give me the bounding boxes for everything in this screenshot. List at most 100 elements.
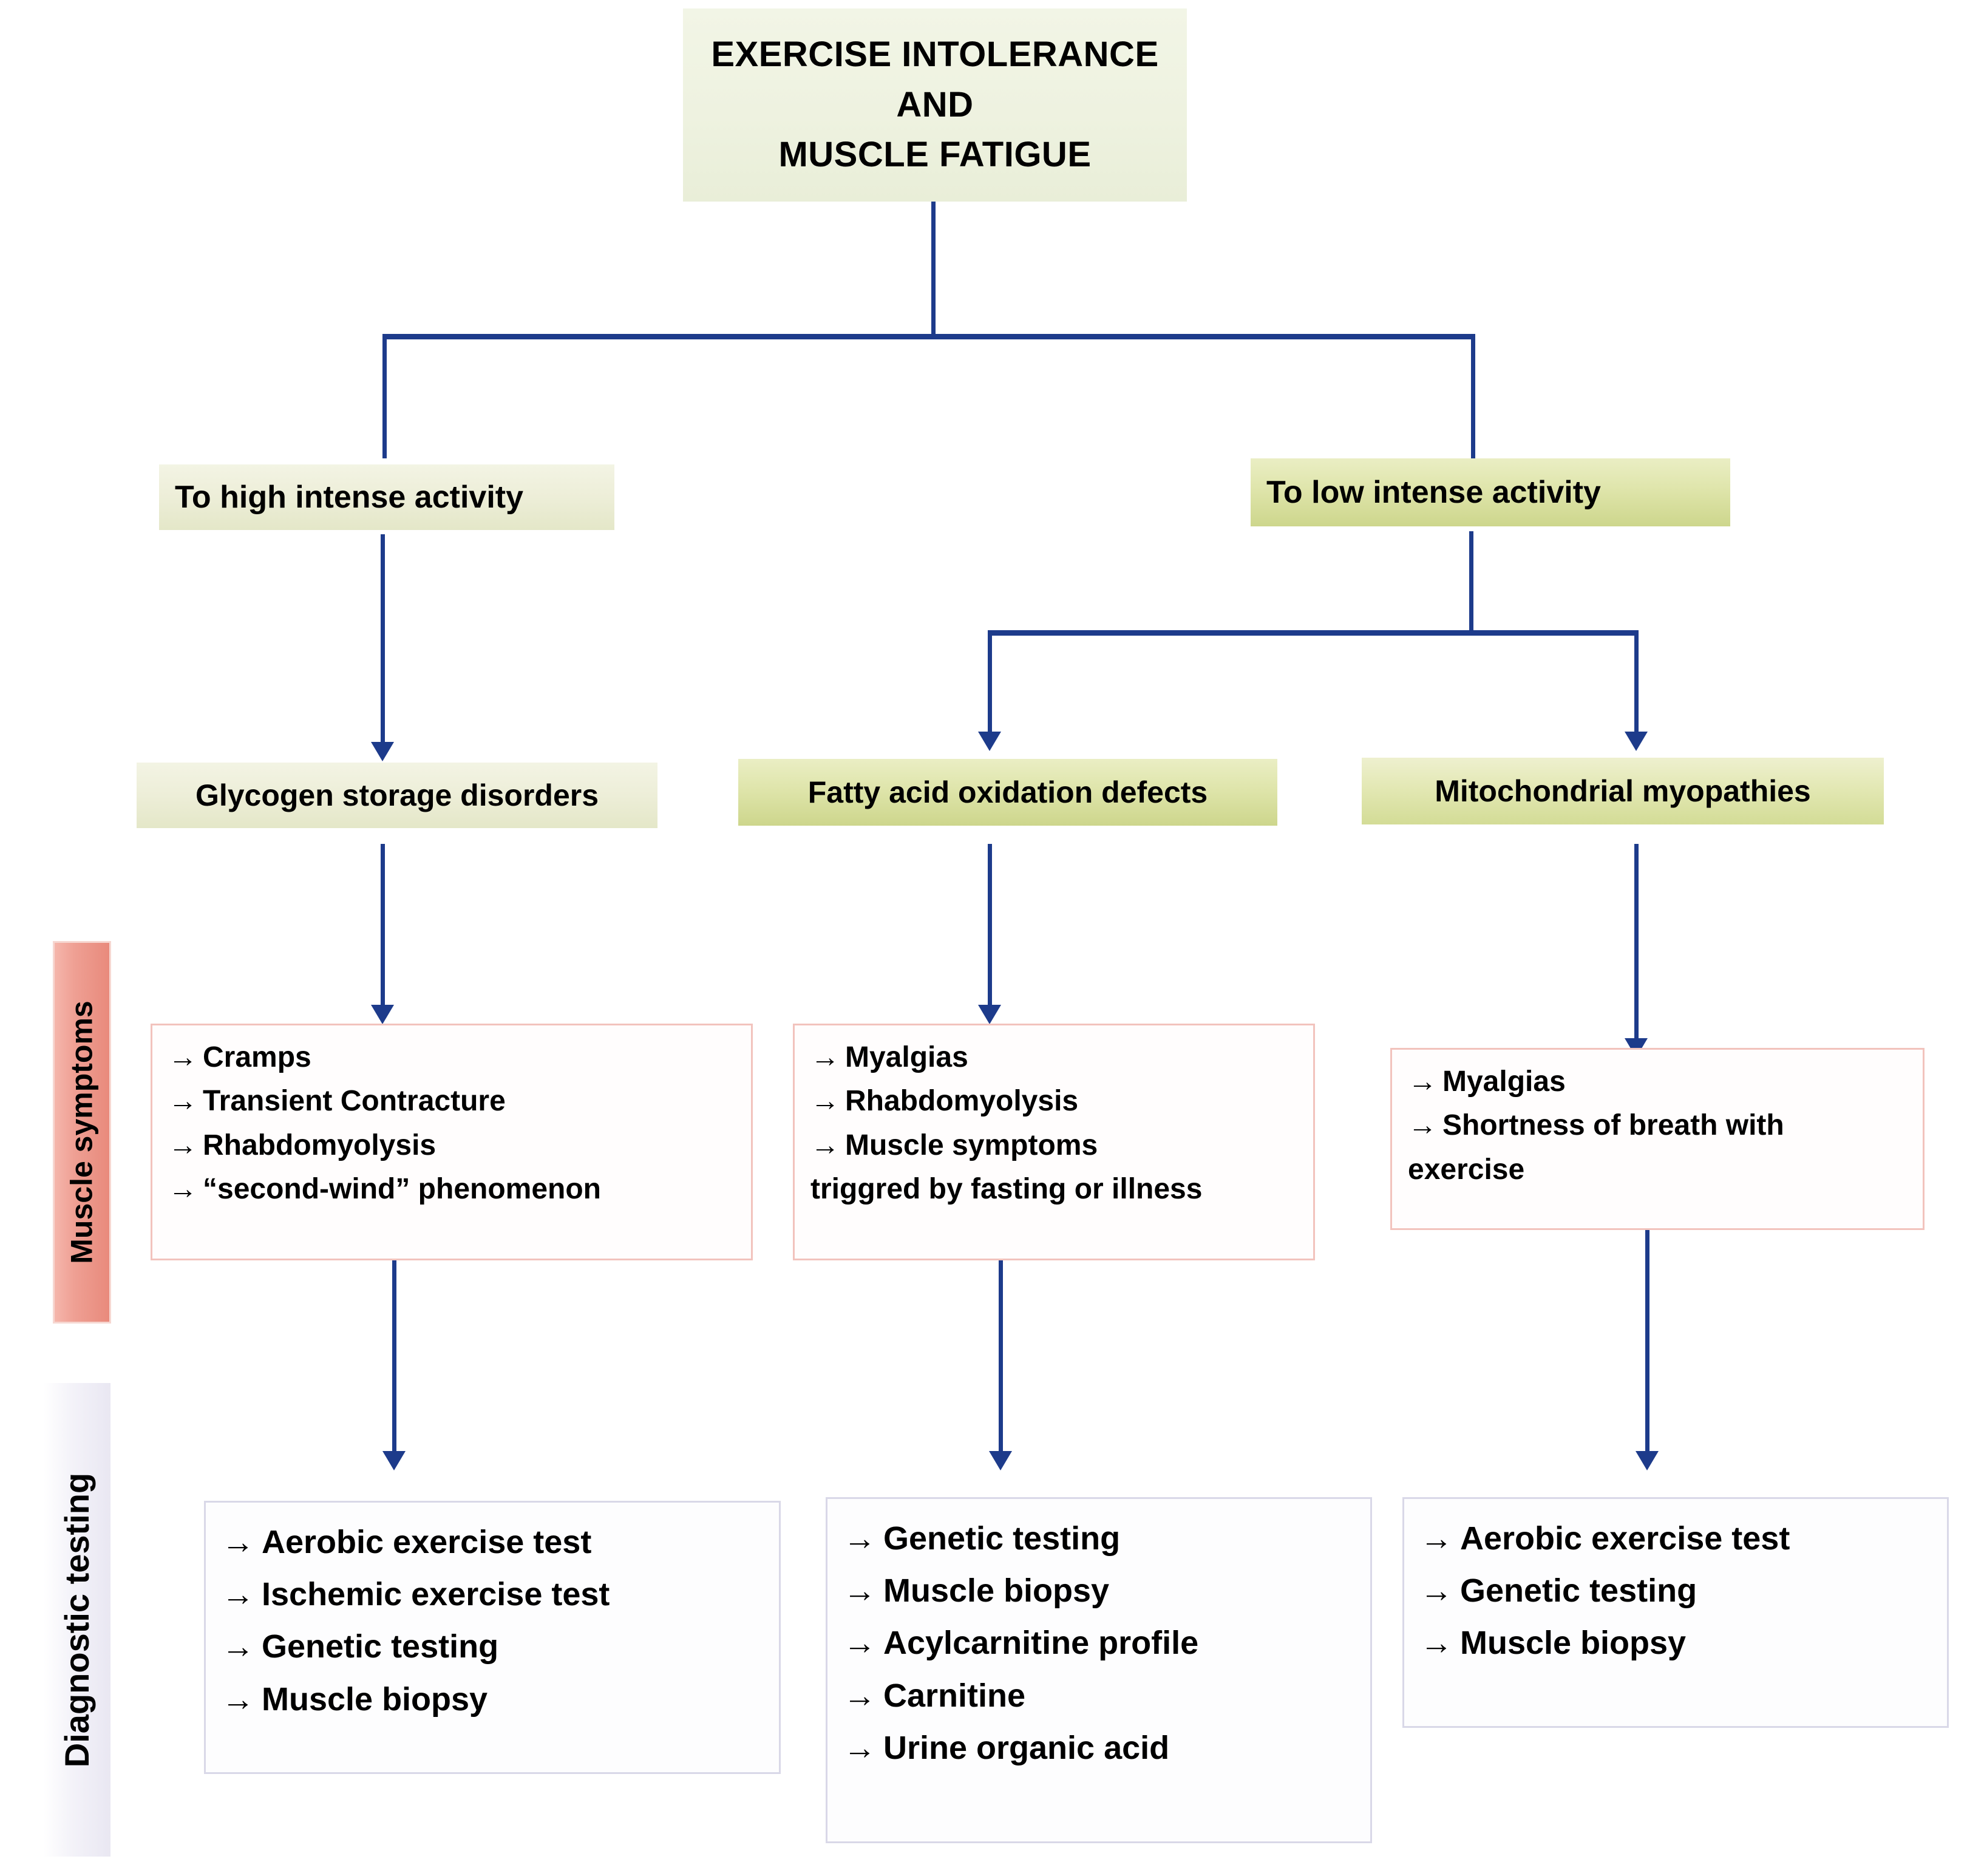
symptom-item: →Cramps [168,1039,735,1076]
connector-sub-bus [988,630,1639,636]
arrowhead-symptoms-2 [978,1005,1001,1024]
node-label: To low intense activity [1266,475,1601,510]
arrow-right-icon: → [843,1572,876,1609]
connector-symptoms2-to-dx2 [999,1260,1003,1466]
symptom-item: →Myalgias [1408,1063,1907,1101]
arrow-right-icon: → [1420,1520,1453,1557]
connector-sub-left-drop [988,630,992,739]
symptom-text: Rhabdomyolysis [203,1129,437,1161]
arrowhead-dx-2 [989,1451,1012,1470]
diagnostic-box-mitochondrial: →Aerobic exercise test →Genetic testing … [1402,1497,1949,1728]
diagnostic-text: Aerobic exercise test [1460,1520,1790,1557]
arrow-right-icon: → [168,1129,197,1161]
arrowhead-mitochondrial [1625,732,1648,751]
diagnostic-text: Carnitine [883,1677,1026,1714]
arrow-right-icon: → [843,1520,876,1557]
node-to-low-intense-activity: To low intense activity [1251,458,1730,526]
symptom-item: →Rhabdomyolysis [810,1082,1297,1120]
arrow-right-icon: → [168,1085,197,1118]
diagnostic-item: →Ischemic exercise test [222,1573,763,1616]
node-label: Fatty acid oxidation defects [807,775,1208,809]
arrow-right-icon: → [843,1625,876,1662]
arrow-right-icon: → [168,1173,197,1206]
arrowhead-glycogen [371,742,394,761]
connector-mito-to-symptoms [1634,844,1639,1053]
diagnostic-box-glycogen: →Aerobic exercise test →Ischemic exercis… [204,1501,781,1774]
symptom-text: Shortness of breath with [1442,1109,1784,1142]
arrow-right-icon: → [843,1677,876,1714]
symptom-text: Cramps [203,1041,311,1073]
arrow-right-icon: → [1420,1625,1453,1662]
diagnostic-item: →Aerobic exercise test [222,1521,763,1563]
symptom-item: →Rhabdomyolysis [168,1127,735,1164]
node-fatty-acid-oxidation-defects: Fatty acid oxidation defects [738,759,1277,826]
arrow-right-icon: → [1408,1065,1437,1098]
arrow-right-icon: → [810,1041,840,1073]
title-line-2: AND [896,84,974,124]
diagnostic-item: →Carnitine [843,1674,1354,1717]
symptom-box-glycogen: →Cramps →Transient Contracture →Rhabdomy… [151,1024,753,1260]
connector-symptoms1-to-dx1 [392,1260,396,1466]
symptom-item: →Transient Contracture [168,1082,735,1120]
arrow-right-icon: → [1420,1572,1453,1609]
title-line-1: EXERCISE INTOLERANCE [711,35,1159,75]
row-label-muscle-symptoms: Muscle symptoms [53,941,111,1324]
symptom-box-fatty-acid: →Myalgias →Rhabdomyolysis →Muscle sympto… [793,1024,1315,1260]
symptom-item: →Muscle symptoms [810,1127,1297,1164]
title-line-3: MUSCLE FATIGUE [778,135,1092,175]
connector-title-trunk [931,200,936,337]
symptom-text: Rhabdomyolysis [845,1085,1079,1118]
connector-sub-right-drop [1634,630,1639,739]
diagnostic-item: →Urine organic acid [843,1727,1354,1769]
symptom-text: Muscle symptoms [845,1129,1098,1161]
connector-bus-left-drop [382,334,387,458]
node-label: Mitochondrial myopathies [1435,774,1811,808]
diagnostic-item: →Aerobic exercise test [1420,1517,1931,1560]
diagnostic-item: →Genetic testing [843,1517,1354,1560]
diagnostic-text: Muscle biopsy [262,1681,488,1718]
connector-symptoms3-to-dx3 [1645,1226,1649,1466]
diagnostic-text: Genetic testing [1460,1572,1697,1609]
diagnostic-text: Genetic testing [262,1628,499,1665]
symptom-continuation: exercise [1408,1153,1525,1186]
symptom-text: “second-wind” phenomenon [203,1173,601,1206]
symptom-item: →“second-wind” phenomenon [168,1171,735,1208]
symptom-item: →Myalgias [810,1039,1297,1076]
diagnostic-text: Muscle biopsy [1460,1625,1687,1662]
node-label: To high intense activity [175,480,524,515]
connector-low-stem [1469,531,1473,634]
arrowhead-dx-1 [382,1451,406,1470]
symptom-text: Transient Contracture [203,1085,506,1118]
connector-top-bus [382,334,1475,339]
diagnostic-item: →Acylcarnitine profile [843,1622,1354,1664]
connector-bus-right-drop [1471,334,1475,464]
arrow-right-icon: → [222,1576,254,1613]
diagnostic-item: →Muscle biopsy [843,1569,1354,1612]
connector-high-to-glycogen [381,534,385,750]
node-to-high-intense-activity: To high intense activity [159,464,614,530]
diagnostic-text: Urine organic acid [883,1729,1170,1766]
arrow-right-icon: → [843,1729,876,1766]
symptom-text: Myalgias [845,1041,968,1073]
row-label-diagnostic-testing: Diagnostic testing [44,1383,110,1857]
arrowhead-dx-3 [1636,1451,1659,1470]
arrowhead-fatty-acid [978,732,1001,751]
symptom-text: Myalgias [1442,1065,1566,1098]
diagnostic-item: →Muscle biopsy [1420,1622,1931,1664]
symptom-continuation: triggred by fasting or illness [810,1173,1203,1206]
diagnostic-item: →Muscle biopsy [222,1678,763,1721]
diagnostic-item: →Genetic testing [222,1625,763,1668]
arrowhead-symptoms-1 [371,1005,394,1024]
connector-fatty-to-symptoms [988,844,992,1020]
arrow-right-icon: → [222,1524,254,1560]
diagnostic-text: Ischemic exercise test [262,1576,610,1613]
connector-glycogen-to-symptoms [381,844,385,1020]
diagnostic-text: Genetic testing [883,1520,1121,1557]
diagnostic-text: Muscle biopsy [883,1572,1110,1609]
symptom-box-mitochondrial: →Myalgias →Shortness of breath with exer… [1390,1048,1925,1230]
node-mitochondrial-myopathies: Mitochondrial myopathies [1362,758,1884,824]
diagnostic-box-fatty-acid: →Genetic testing →Muscle biopsy →Acylcar… [826,1497,1372,1843]
arrow-right-icon: → [168,1041,197,1073]
row-label-text: Muscle symptoms [65,1001,100,1264]
